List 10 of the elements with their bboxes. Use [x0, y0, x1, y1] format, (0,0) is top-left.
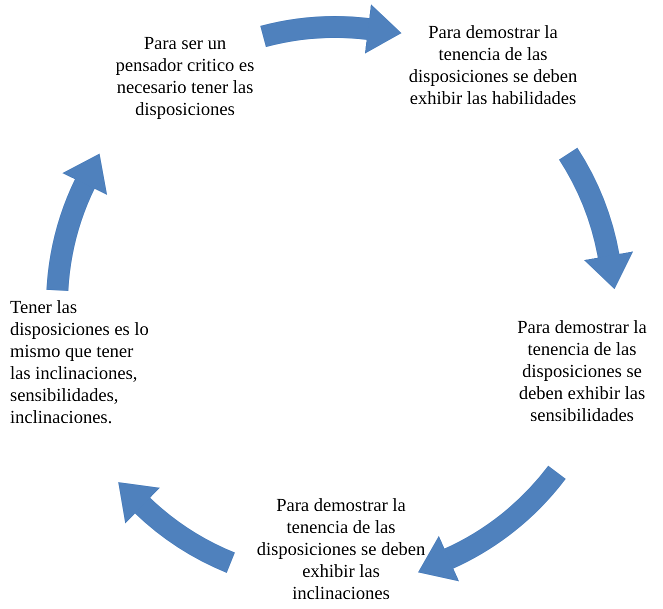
step-text: Para demostrar la tenencia de las disposiciones se deben exhibir las inclinaciones	[256, 495, 426, 605]
step-text: Para ser un pensador critico es necesario tener las disposiciones	[115, 33, 255, 121]
step-text: Para demostrar la tenencia de las disposiciones se deben exhibir las sensibilidades	[516, 317, 648, 427]
step-text: Para demostrar la tenencia de las disposiciones se deben exhibir las habilidades	[408, 22, 578, 110]
curved-arrow	[260, 4, 402, 54]
curved-arrow	[418, 465, 566, 581]
curved-arrow	[46, 152, 108, 292]
curved-arrow	[117, 483, 236, 573]
step-text: Tener las disposiciones es lo mismo que tener las inclinaciones, sensibilidades, inclinaciones.	[10, 297, 150, 429]
curved-arrow	[558, 148, 633, 289]
